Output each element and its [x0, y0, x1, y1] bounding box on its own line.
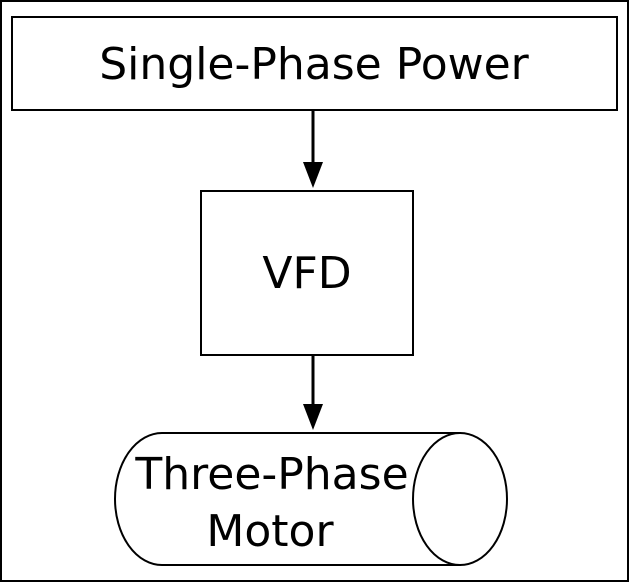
edge-vfd-to-motor	[303, 355, 323, 430]
power-box	[11, 16, 618, 111]
node-three-phase-motor: Three-Phase Motor	[114, 432, 508, 566]
motor-cylinder-body	[114, 432, 461, 566]
vfd-label: VFD	[262, 248, 351, 299]
edge-power-to-vfd	[303, 110, 323, 188]
power-label: Single-Phase Power	[99, 39, 529, 90]
arrowhead	[303, 162, 323, 188]
vfd-box	[200, 190, 414, 356]
arrowhead	[303, 404, 323, 430]
node-single-phase-power: Single-Phase Power	[11, 16, 618, 111]
motor-label-line1: Three-Phase	[134, 449, 408, 500]
node-vfd: VFD	[200, 190, 414, 356]
motor-cylinder-end-cap	[412, 432, 508, 566]
motor-label-line2: Motor	[206, 506, 334, 557]
